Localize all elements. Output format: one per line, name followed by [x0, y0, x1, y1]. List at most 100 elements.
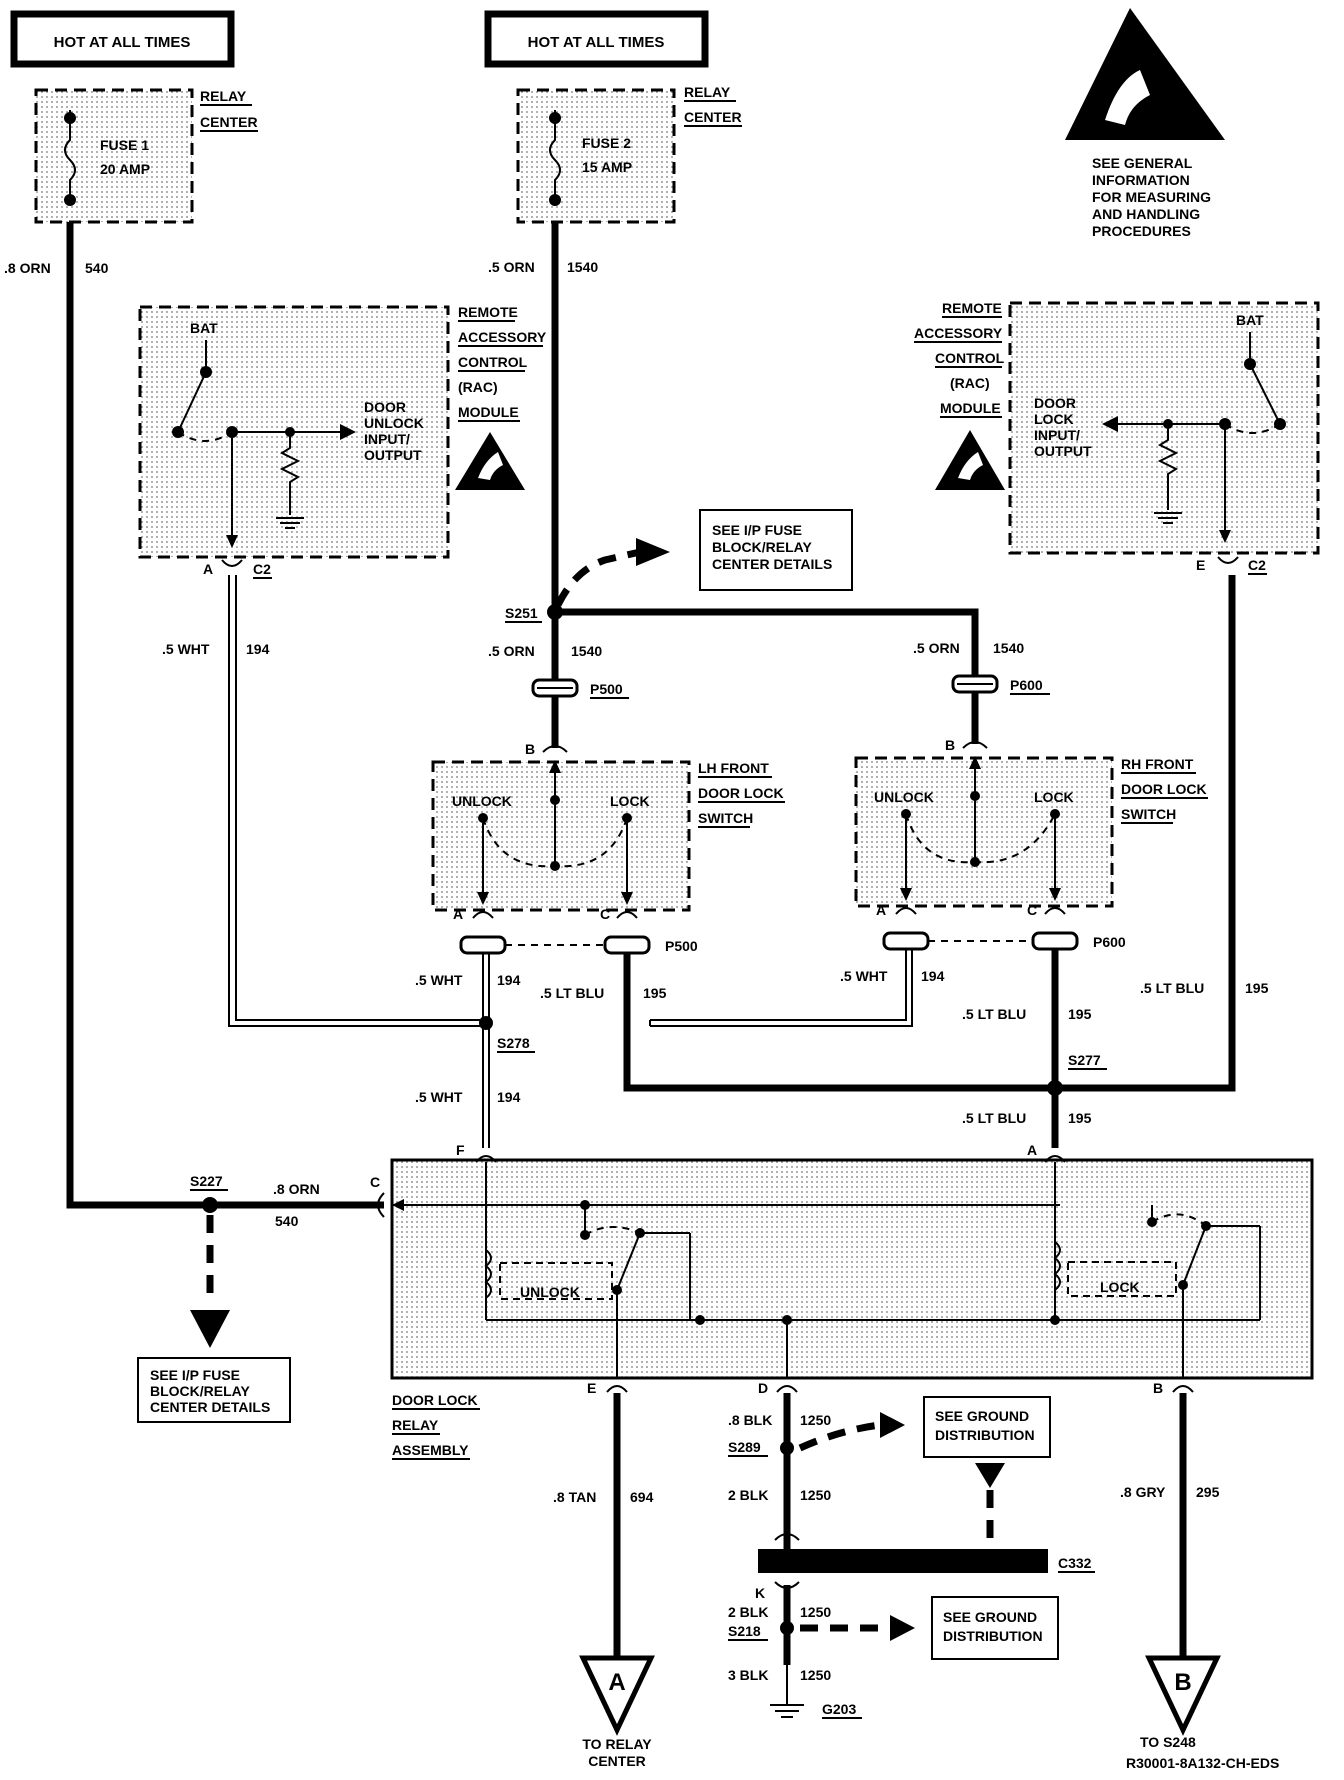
rac-left-line2: ACCESSORY	[458, 329, 547, 345]
rac-right-io2: LOCK	[1034, 411, 1074, 427]
relay-assy-2: RELAY	[392, 1417, 439, 1433]
s218-label: S218	[728, 1623, 761, 1639]
lh-sw-3: SWITCH	[698, 810, 753, 826]
hot-box-left	[10, 10, 235, 68]
rac-right-io4: OUTPUT	[1034, 443, 1092, 459]
off-page-a	[579, 1655, 655, 1736]
rac-right-io3: INPUT/	[1034, 427, 1080, 443]
esd-note-1: SEE GENERAL	[1092, 155, 1193, 171]
ip-ref2-3: CENTER DETAILS	[150, 1399, 270, 1415]
wire-1540-rh	[555, 608, 979, 678]
esd-note-2: INFORMATION	[1092, 172, 1190, 188]
w1540b-num: 1540	[993, 640, 1024, 656]
rac-left-line4: (RAC)	[458, 379, 498, 395]
relay-center-1-line1: RELAY	[200, 88, 247, 104]
rh-sw-2: DOOR LOCK	[1121, 781, 1207, 797]
fuse1-box	[34, 88, 194, 224]
lh-pin-a: A	[453, 906, 463, 922]
ip-ref2-1: SEE I/P FUSE	[150, 1367, 240, 1383]
w194b-size: .5 WHT	[415, 972, 463, 988]
w540b-size: .8 ORN	[273, 1181, 320, 1197]
w195b-size: .5 LT BLU	[962, 1006, 1026, 1022]
off-page-b	[1145, 1655, 1221, 1736]
rac-right-bat: BAT	[1236, 312, 1264, 328]
ip-ref2-2: BLOCK/RELAY	[150, 1383, 250, 1399]
gnd-ref2-1: SEE GROUND	[943, 1609, 1037, 1625]
relay-pin-a: A	[1027, 1142, 1037, 1158]
relay-center-2-line1: RELAY	[684, 84, 731, 100]
w1540a-num: 1540	[571, 643, 602, 659]
rac-left-line1: REMOTE	[458, 304, 518, 320]
esd-warning-icon	[1065, 8, 1225, 140]
p600a-label: P600	[1010, 677, 1043, 693]
hot-box-center	[484, 10, 709, 68]
relay-pin-b: B	[1153, 1380, 1163, 1396]
w1540a-size: .5 ORN	[488, 643, 535, 659]
rh-pin-b: B	[945, 737, 955, 753]
ip-ref-1: SEE I/P FUSE	[712, 522, 802, 538]
w1250a-size: .8 BLK	[728, 1412, 772, 1428]
esd-note-5: PROCEDURES	[1092, 223, 1191, 239]
w540b-num: 540	[275, 1213, 299, 1229]
hot-label-left: HOT AT ALL TIMES	[54, 34, 191, 51]
rac-left-line3: CONTROL	[458, 354, 528, 370]
w195b-num: 195	[1068, 1006, 1092, 1022]
rh-lock: LOCK	[1034, 789, 1074, 805]
lh-pin-c: C	[600, 906, 610, 922]
fuse2-box	[516, 88, 676, 224]
lh-unlock: UNLOCK	[452, 793, 512, 809]
p600b-label: P600	[1093, 934, 1126, 950]
rac-left-io3: INPUT/	[364, 431, 410, 447]
rh-door-lock-switch	[854, 756, 1114, 908]
rac-left-io4: OUTPUT	[364, 447, 422, 463]
gnd-ref2-2: DISTRIBUTION	[943, 1628, 1043, 1644]
rh-pin-c: C	[1027, 902, 1037, 918]
s289-label: S289	[728, 1439, 761, 1455]
esd-note-4: AND HANDLING	[1092, 206, 1200, 222]
fuse2-rating: 15 AMP	[582, 159, 632, 175]
w1250d-num: 1250	[800, 1667, 831, 1683]
w540-size: .8 ORN	[4, 260, 51, 276]
rh-pin-a: A	[876, 902, 886, 918]
w194c-size: .5 WHT	[840, 968, 888, 984]
s227-label: S227	[190, 1173, 223, 1189]
s251-label: S251	[505, 605, 538, 621]
figure-id: R30001-8A132-CH-EDS	[1126, 1755, 1279, 1771]
splice-s277	[1047, 1080, 1063, 1096]
gnd-ref1-2: DISTRIBUTION	[935, 1427, 1035, 1443]
fuse1-symbol	[64, 110, 76, 205]
w1540b-size: .5 ORN	[913, 640, 960, 656]
splice-s218	[780, 1621, 794, 1635]
p500a-label: P500	[590, 681, 623, 697]
w1250c-num: 1250	[800, 1604, 831, 1620]
fuse2-name: FUSE 2	[582, 135, 631, 151]
c332-label: C332	[1058, 1555, 1092, 1571]
off-page-a-letter: A	[608, 1669, 625, 1696]
lh-door-lock-switch	[431, 760, 691, 912]
w195d-size: .5 LT BLU	[962, 1110, 1026, 1126]
fuse1-name: FUSE 1	[100, 137, 149, 153]
relay-lock: LOCK	[1100, 1279, 1140, 1295]
rac-right-line5: MODULE	[940, 400, 1001, 416]
lh-sw-2: DOOR LOCK	[698, 785, 784, 801]
relay-pin-k: K	[755, 1585, 765, 1601]
ip-fuse-ref-box-2	[137, 1357, 291, 1423]
rac-module-right	[1008, 301, 1320, 555]
lh-pin-b: B	[525, 741, 535, 757]
w1250b-size: 2 BLK	[728, 1487, 768, 1503]
w194d-size: .5 WHT	[415, 1089, 463, 1105]
lh-lock: LOCK	[610, 793, 650, 809]
w1250b-num: 1250	[800, 1487, 831, 1503]
s278-label: S278	[497, 1035, 530, 1051]
w194a-size: .5 WHT	[162, 641, 210, 657]
ip-fuse-ref-box	[699, 509, 853, 591]
w1540-size: .5 ORN	[488, 259, 535, 275]
off-page-b-dest: TO S248	[1140, 1734, 1196, 1750]
rac-left-conn: C2	[253, 561, 271, 577]
s277-label: S277	[1068, 1052, 1101, 1068]
rac-right-line3: CONTROL	[935, 350, 1005, 366]
off-page-a-dest2: CENTER	[588, 1753, 646, 1769]
relay-pin-e: E	[587, 1380, 596, 1396]
w195c-size: .5 LT BLU	[1140, 980, 1204, 996]
ip-ref-3: CENTER DETAILS	[712, 556, 832, 572]
